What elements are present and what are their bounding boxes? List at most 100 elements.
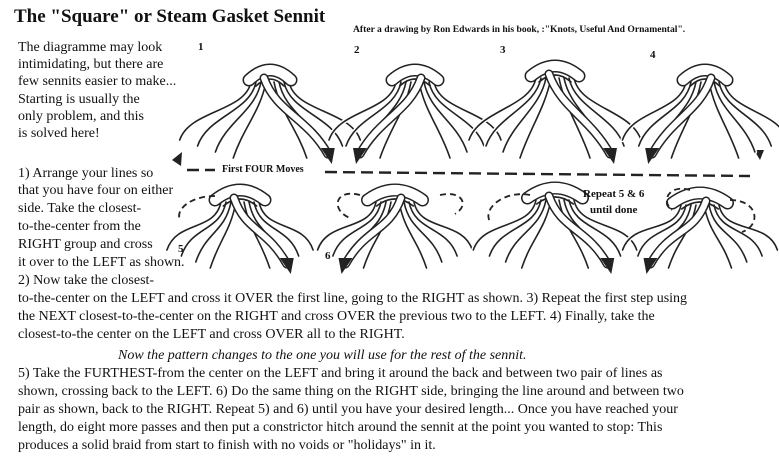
instruction-line: the NEXT closest-to-the-center on the RI… (18, 309, 655, 324)
braid-crown (680, 201, 720, 210)
strand (258, 201, 314, 251)
braid-crown (362, 185, 428, 205)
braid-illustration (164, 183, 316, 274)
strand (573, 77, 642, 141)
step-number: 4 (650, 49, 656, 61)
strand (413, 201, 474, 251)
arrow-down-icon (603, 148, 617, 164)
braid-crown (387, 65, 443, 85)
strand (573, 199, 638, 251)
strand (428, 81, 485, 147)
strand (379, 81, 412, 159)
instruction-line: 5) Take the FURTHEST-from the center on … (18, 366, 663, 381)
braid-crown (526, 61, 584, 81)
step-number: 1 (198, 41, 204, 53)
dashed-loop (178, 195, 216, 221)
braid-crown (678, 65, 732, 85)
dashed-loop (439, 193, 464, 215)
braid-crown (210, 185, 270, 205)
braid-illustration (466, 59, 644, 164)
strand (283, 81, 344, 147)
step-line: RIGHT group and cross (18, 237, 153, 252)
strand (488, 199, 542, 257)
strand (178, 81, 252, 141)
instruction-line: length, do eight more passes and then pu… (18, 420, 663, 435)
strand (166, 201, 222, 251)
strand (253, 201, 300, 257)
crossing-strand (546, 71, 613, 157)
braid-crown (689, 78, 721, 87)
strand (316, 201, 377, 251)
crossing-strand (649, 75, 714, 157)
pattern-note: Now the pattern changes to the one you w… (118, 348, 527, 363)
strand (418, 81, 451, 159)
strand (398, 201, 428, 269)
braid-illustration (177, 63, 363, 164)
arrow-down-icon (600, 258, 615, 274)
strand (273, 81, 308, 159)
strand (723, 81, 779, 128)
braid-crown (535, 196, 575, 205)
step-line: 1) Arrange your lines so (18, 166, 154, 181)
arrow-down-icon (353, 148, 367, 164)
arrow-down-icon (279, 258, 294, 274)
strand (502, 77, 547, 153)
instruction-line: to-the-center on the LEFT and cross it O… (18, 291, 688, 306)
step-line: it over to the LEFT as shown. (18, 255, 185, 270)
strand (232, 81, 267, 159)
arrow-down-icon (645, 148, 660, 164)
strand (180, 201, 227, 257)
strand (568, 77, 625, 147)
instruction-line: produces a solid braid from start to fin… (18, 438, 436, 453)
strand (637, 204, 687, 257)
strand (721, 79, 779, 131)
braid-crown (398, 78, 432, 87)
intro-line: few sennits easier to make... (18, 74, 177, 89)
repeat-label-line: Repeat 5 & 6 (583, 188, 645, 200)
braid-illustration (620, 186, 779, 274)
braid-crown (255, 78, 285, 87)
intro-line: intimidating, but there are (18, 57, 164, 72)
step-line: to-the-center from the (18, 219, 141, 234)
repeat-label: Repeat 5 & 6 until done (583, 186, 644, 218)
arrow-down-icon (320, 148, 335, 164)
strand (485, 77, 542, 147)
strand (708, 204, 748, 263)
strand (558, 77, 591, 159)
dashed-loop (336, 192, 361, 219)
strand (214, 81, 262, 153)
step-number: 5 (178, 243, 184, 255)
strand (713, 81, 756, 153)
strand (703, 204, 733, 269)
strand (243, 201, 271, 269)
arrow-down-icon (338, 258, 353, 274)
strand (504, 199, 547, 263)
repeat-label-line: until done (590, 204, 638, 216)
strand (568, 199, 622, 257)
dashed-arrow-line (324, 170, 751, 178)
intro-line: is solved here! (18, 126, 100, 141)
crossing-strand (231, 195, 290, 267)
strand (718, 204, 779, 251)
crossing-strand (546, 193, 611, 267)
strand (403, 201, 443, 263)
strand (718, 81, 773, 147)
braid-crown (522, 183, 588, 203)
crossing-strand (647, 198, 709, 267)
braid-crown (375, 198, 415, 207)
braid-illustration (620, 63, 779, 164)
strand (637, 81, 692, 147)
strand (433, 81, 502, 141)
arrow-down-icon (643, 258, 658, 274)
braid-crown (244, 65, 296, 85)
strand (332, 201, 382, 257)
strand (472, 199, 537, 251)
intro-line: The diagramme may look (18, 40, 163, 55)
strand (520, 199, 552, 269)
intro-line: Starting is usually the (18, 92, 140, 107)
instruction-line: closest-to-the center on the LEFT and cr… (18, 327, 405, 342)
strand (708, 81, 740, 159)
step-number: 3 (500, 44, 506, 56)
strand (195, 201, 232, 263)
